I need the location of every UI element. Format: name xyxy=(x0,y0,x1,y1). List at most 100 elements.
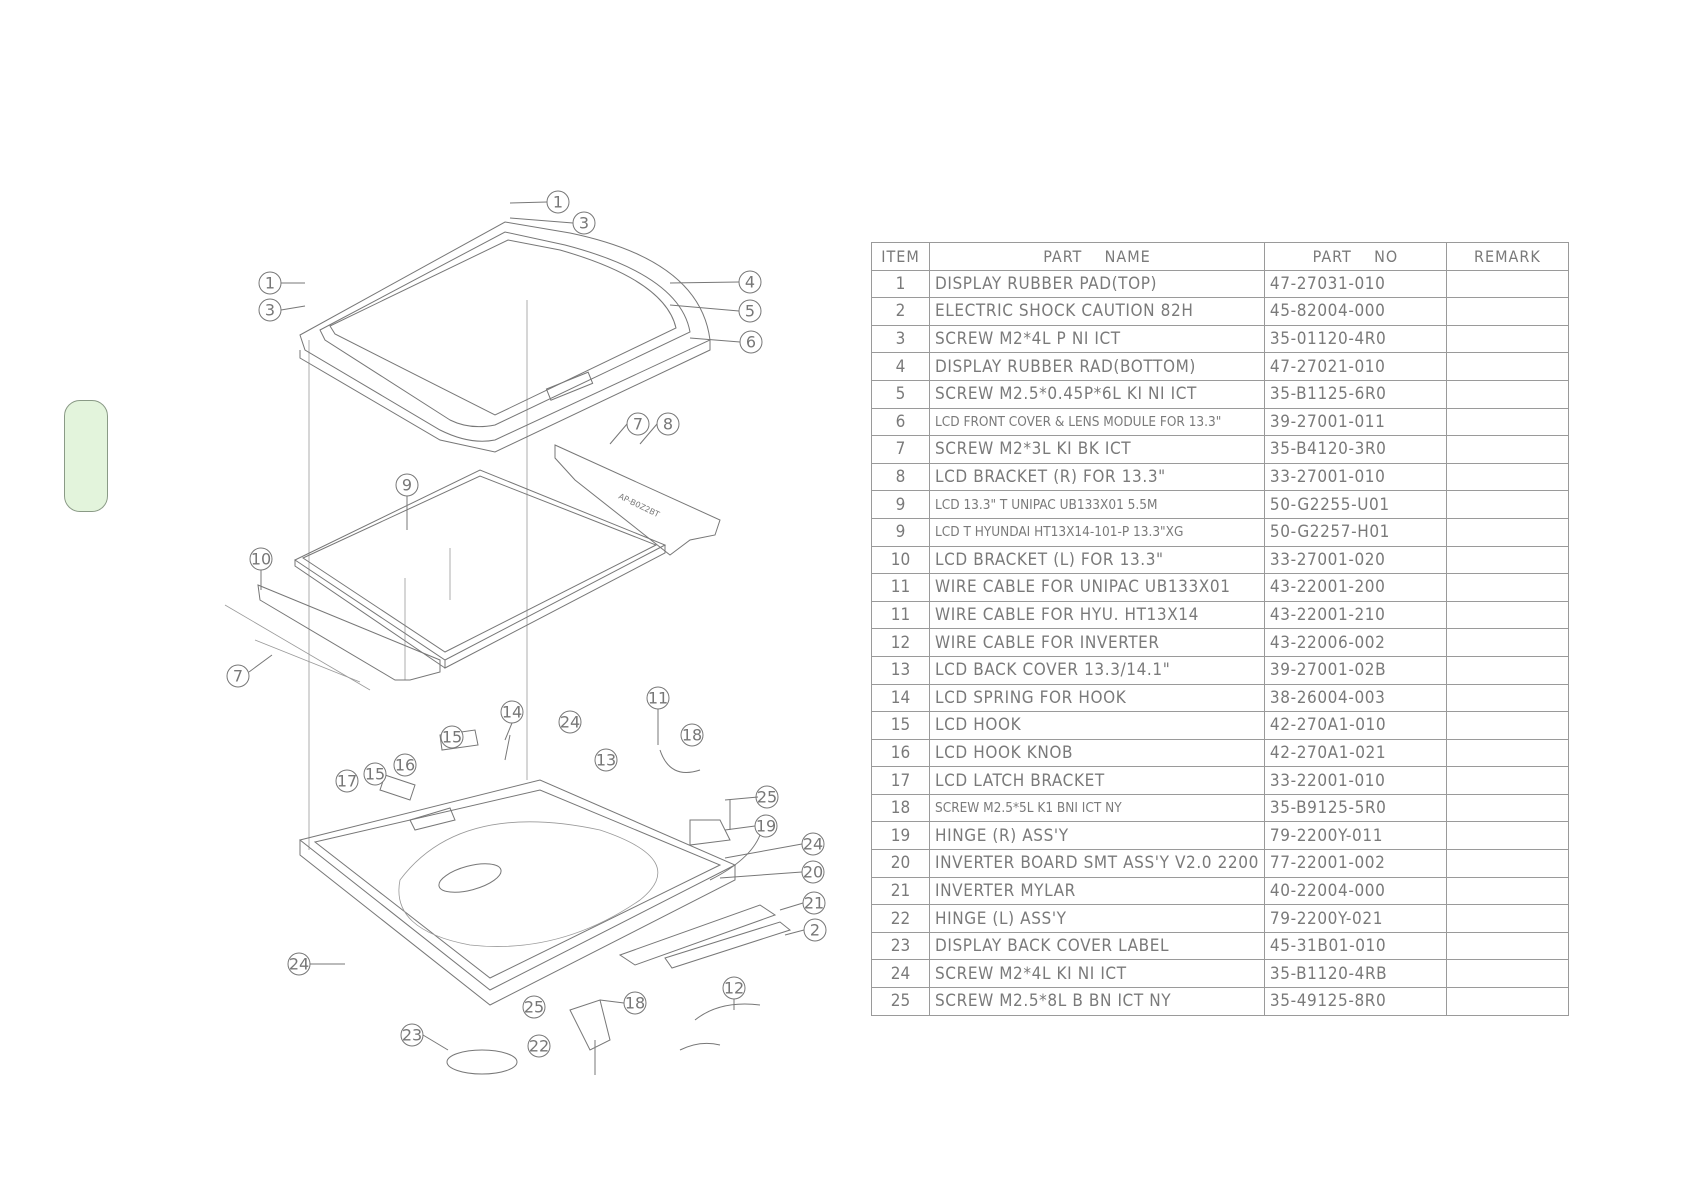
cell-remark xyxy=(1445,821,1569,851)
cell-item: 14 xyxy=(871,683,930,713)
cell-part-name: SCREW M2.5*5L K1 BNI ICT NY xyxy=(929,793,1265,823)
cell-part-name: DISPLAY RUBBER PAD(TOP) xyxy=(929,269,1265,299)
header-part-name: PART NAME xyxy=(929,242,1265,271)
cell-item: 20 xyxy=(871,849,930,878)
cell-part-no: 45-31B01-010 xyxy=(1263,931,1447,961)
cell-part-name: ELECTRIC SHOCK CAUTION 82H xyxy=(929,297,1265,326)
callout-number: 8 xyxy=(663,415,673,434)
lcd-bracket-right: AP-B0Z2BT xyxy=(554,444,721,556)
callout-number: 25 xyxy=(757,788,777,807)
latch-parts xyxy=(379,729,511,831)
cell-part-name: LCD BACK COVER 13.3/14.1" xyxy=(929,655,1265,685)
callout-number: 15 xyxy=(442,728,462,747)
callout-number: 10 xyxy=(251,550,271,569)
cell-remark xyxy=(1445,904,1569,933)
callout-25a: 25 xyxy=(755,785,779,809)
cell-remark xyxy=(1445,628,1569,657)
cell-item: 24 xyxy=(871,959,930,989)
callout-7a: 7 xyxy=(626,412,650,436)
cell-remark xyxy=(1445,435,1569,464)
header-remark: REMARK xyxy=(1445,242,1569,271)
callout-7b: 7 xyxy=(226,664,250,688)
cell-item: 1 xyxy=(871,269,930,299)
callout-15b: 15 xyxy=(363,762,387,786)
callout-15a: 15 xyxy=(440,725,464,749)
cell-item: 22 xyxy=(871,904,930,933)
callout-number: 18 xyxy=(625,994,645,1013)
cell-item: 10 xyxy=(871,545,930,575)
cell-part-no: 35-B9125-5R0 xyxy=(1263,793,1447,823)
cell-item: 19 xyxy=(871,821,930,851)
callout-1b: 1 xyxy=(258,271,282,295)
callout-6: 6 xyxy=(739,330,763,354)
cell-part-name: LCD BRACKET (L) FOR 13.3" xyxy=(929,545,1265,575)
callout-21: 21 xyxy=(802,891,826,915)
cell-item: 25 xyxy=(871,987,930,1016)
cell-part-no: 47-27031-010 xyxy=(1263,269,1447,299)
lcd-bracket-left xyxy=(224,584,441,691)
cell-remark xyxy=(1445,462,1569,492)
callout-number: 24 xyxy=(289,955,309,974)
cell-part-no: 35-B1125-6R0 xyxy=(1263,379,1447,409)
callout-number: 9 xyxy=(402,476,412,495)
lcd-front-cover xyxy=(299,221,711,453)
cell-remark xyxy=(1445,683,1569,713)
cell-part-no: 50-G2257-H01 xyxy=(1263,517,1447,547)
callout-14: 14 xyxy=(500,700,524,724)
cell-part-no: 35-B1120-4RB xyxy=(1263,959,1447,989)
cell-part-name: LCD 13.3" T UNIPAC UB133X01 5.5M xyxy=(929,490,1265,519)
cell-part-no: 79-2200Y-021 xyxy=(1263,904,1447,933)
callouts: 1 3 1 3 4 5 6 7 8 9 10 7 11 14 24 15 18 … xyxy=(226,190,827,1058)
cell-part-no: 42-270A1-010 xyxy=(1263,711,1447,740)
cell-remark xyxy=(1445,849,1569,878)
callout-number: 3 xyxy=(579,214,589,233)
cell-remark xyxy=(1445,297,1569,326)
callout-number: 14 xyxy=(502,703,522,722)
hinge-inverter-parts xyxy=(446,749,792,1075)
callout-number: 1 xyxy=(553,193,563,212)
cell-part-no: 33-22001-010 xyxy=(1263,766,1447,795)
cell-part-name: SCREW M2*4L KI NI ICT xyxy=(929,959,1265,989)
callout-4: 4 xyxy=(738,270,762,294)
callout-number: 6 xyxy=(746,333,756,352)
cell-remark xyxy=(1445,987,1569,1016)
cell-part-no: 43-22001-210 xyxy=(1263,600,1447,630)
cell-part-no: 39-27001-02B xyxy=(1263,655,1447,685)
callout-number: 25 xyxy=(524,998,544,1017)
callout-9: 9 xyxy=(395,473,419,497)
callout-24b: 24 xyxy=(801,832,825,856)
cell-item: 7 xyxy=(871,435,930,464)
cell-remark xyxy=(1445,931,1569,961)
cell-remark xyxy=(1445,793,1569,823)
cell-remark xyxy=(1445,600,1569,630)
cell-remark xyxy=(1445,324,1569,354)
callout-20: 20 xyxy=(801,860,825,884)
cell-remark xyxy=(1445,352,1569,381)
callout-number: 2 xyxy=(810,921,820,940)
cell-part-name: LCD FRONT COVER & LENS MODULE FOR 13.3" xyxy=(929,407,1265,437)
lcd-panel xyxy=(293,469,667,669)
callout-number: 18 xyxy=(682,726,702,745)
callout-number: 24 xyxy=(560,713,580,732)
callout-number: 24 xyxy=(803,835,823,854)
callout-number: 4 xyxy=(745,273,755,292)
cell-item: 11 xyxy=(871,573,930,602)
callout-number: 22 xyxy=(529,1037,549,1056)
callout-number: 19 xyxy=(756,817,776,836)
panel-text: AP-B0Z2BT xyxy=(617,492,661,520)
callout-16: 16 xyxy=(393,753,417,777)
cell-item: 9 xyxy=(871,490,930,519)
cell-part-no: 33-27001-010 xyxy=(1263,462,1447,492)
header-item: ITEM xyxy=(871,242,930,271)
lcd-back-cover xyxy=(298,779,737,1006)
cell-part-name: DISPLAY RUBBER RAD(BOTTOM) xyxy=(929,352,1265,381)
